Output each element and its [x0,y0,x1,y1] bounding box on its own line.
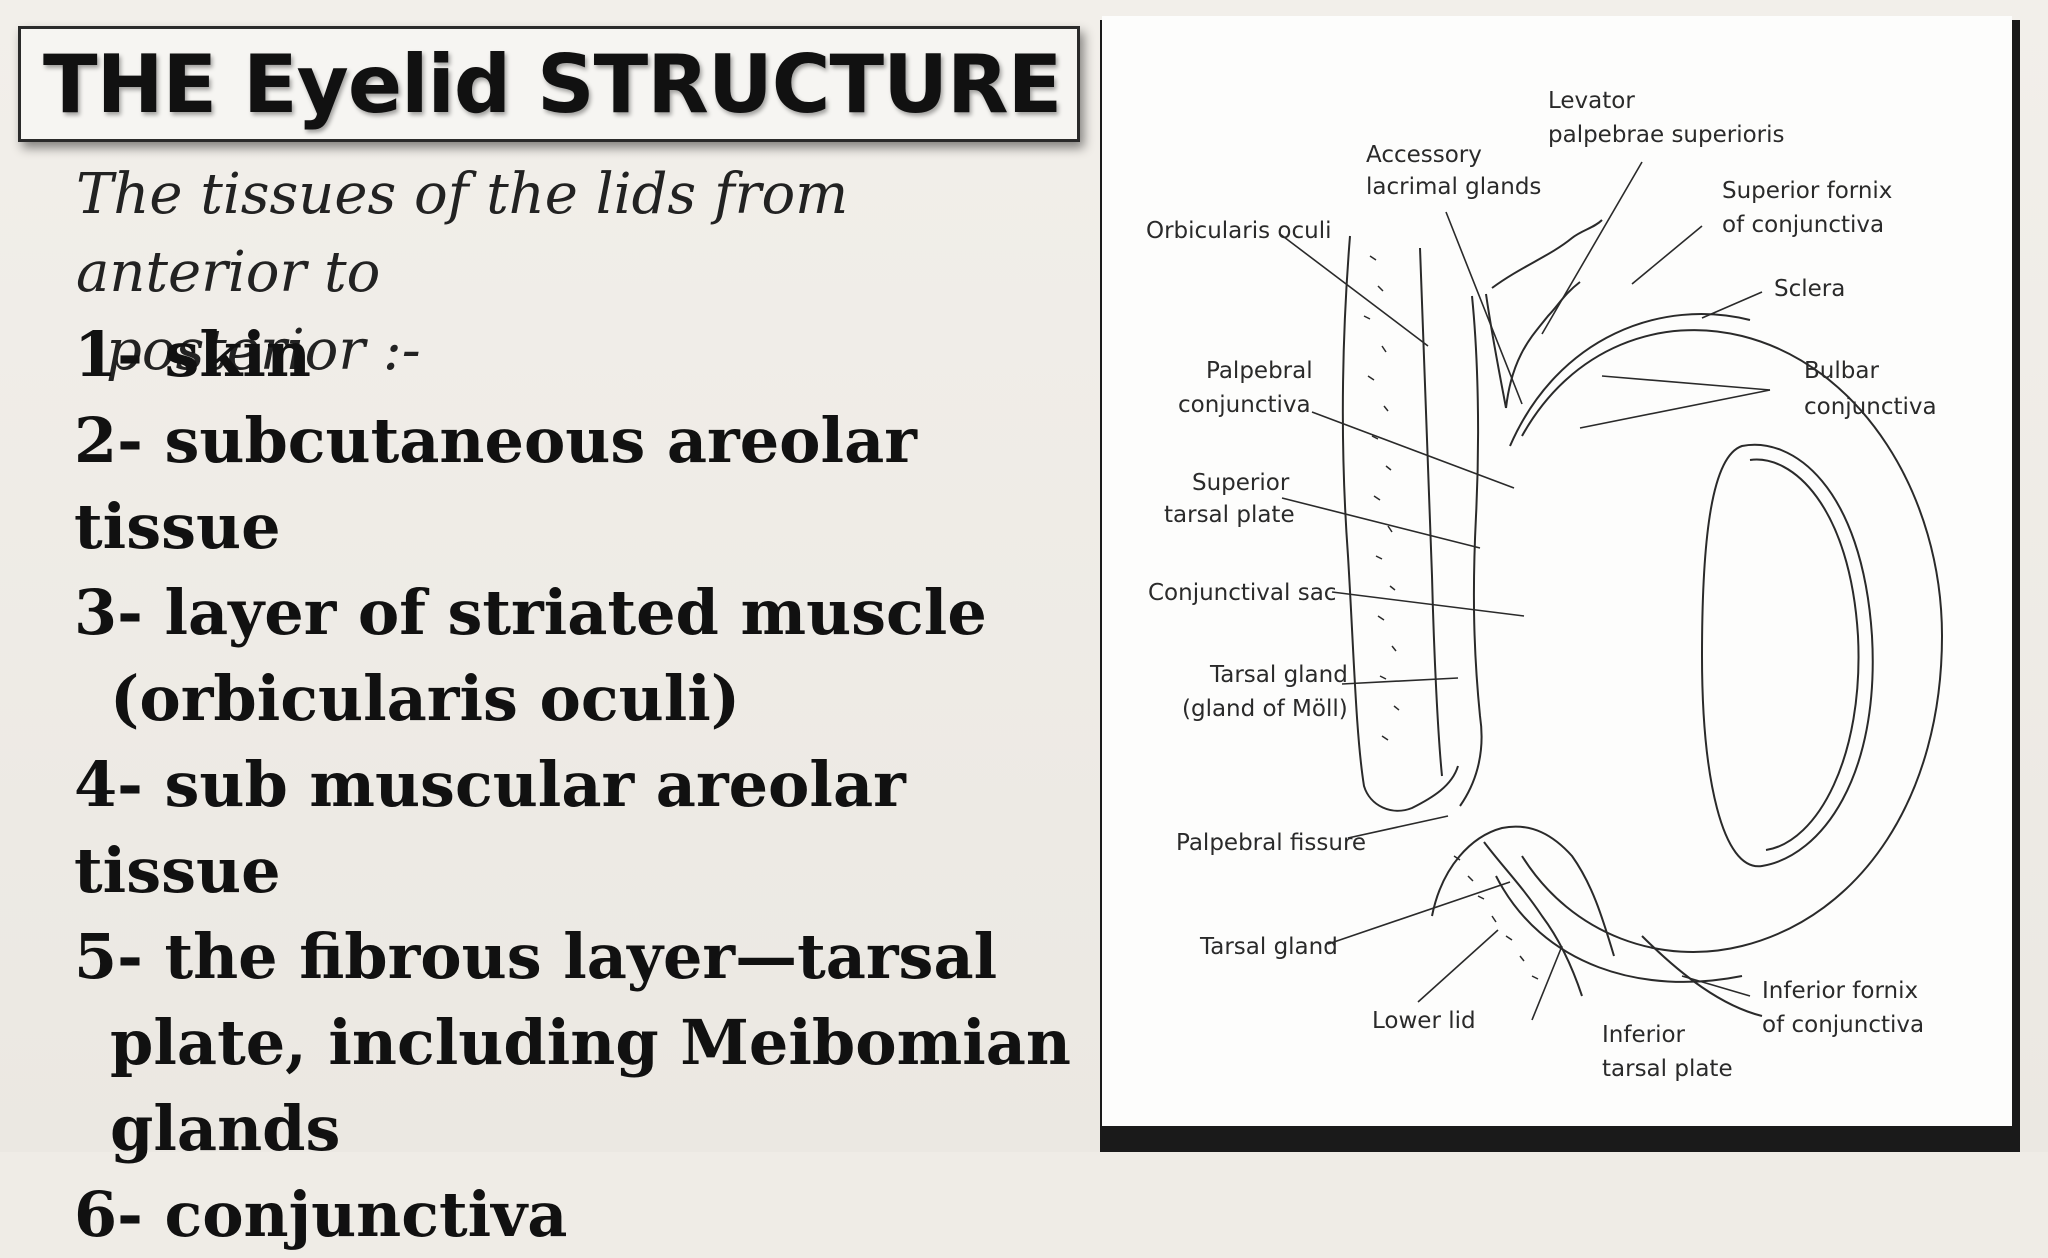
label-bulbar-conjunctiva: conjunctiva [1804,394,1937,420]
leader-sclera [1701,291,1763,319]
label-superior-fornix: Superior fornix [1722,178,1892,204]
eyelid-diagram-svg: Levator palpebrae superioris Accessory l… [1146,88,1944,1082]
list-item-continuation: (orbicularis oculi) [110,662,741,735]
label-accessory-lacrimal: Accessory [1366,142,1482,168]
lens [1700,443,1874,868]
list-item: 4- sub muscular areolar tissue [74,742,1084,914]
levator-tendon [1491,219,1603,289]
leader-accessory [1445,211,1523,405]
leader-tarsal-gland [1327,881,1511,945]
list-item-text: 3- layer of striated muscle [74,576,987,649]
list-item: 1- skin [74,312,1084,398]
label-accessory-lacrimal: lacrimal glands [1366,174,1541,200]
label-palpebral-conjunctiva: conjunctiva [1178,392,1311,418]
lower-lid-outline [1431,825,1615,957]
eyelid-diagram: Levator palpebrae superioris Accessory l… [1102,16,2012,1126]
tarsal-plate-upper [1459,295,1483,807]
leader-levator [1541,161,1643,335]
label-palpebral-fissure: Palpebral fissure [1176,830,1366,856]
leader-tarsal-gland-moll [1341,677,1459,685]
label-orbicularis-oculi: Orbicularis oculi [1146,218,1331,244]
leader-palpebral-conj [1311,411,1515,489]
title-box: THE Eyelid STRUCTURE [18,26,1080,142]
label-tarsal-gland-moll: Tarsal gland [1209,662,1348,688]
inferior-fornix [1641,935,1763,1017]
inferior-tarsal-plate [1483,841,1583,997]
label-tarsal-gland: Tarsal gland [1199,934,1338,960]
lens-inner [1749,458,1860,851]
label-inferior-tarsal-plate: tarsal plate [1602,1056,1733,1082]
levator-muscle [1485,293,1507,409]
leader-sup-tarsal [1281,497,1481,549]
list-item: 5- the fibrous layer—tarsal plate, inclu… [74,914,1084,1172]
sclera-arc [1509,313,1751,447]
label-inferior-fornix: of conjunctiva [1762,1012,1924,1038]
leader-orbicularis [1279,233,1429,347]
leader-conj-sac [1331,591,1525,617]
label-superior-tarsal-plate: Superior [1192,470,1290,496]
label-superior-tarsal-plate: tarsal plate [1164,502,1295,528]
upper-lid-outline [1341,235,1459,812]
sclera-arc-lower [1495,875,1743,983]
list-item: 2- subcutaneous areolar tissue [74,398,1084,570]
label-levator: Levator [1548,88,1635,114]
list-item-text: 4- sub muscular areolar tissue [74,748,906,907]
leader-sup-fornix [1631,225,1703,285]
gland-stipple [1363,255,1539,980]
leader-bulbar-1 [1601,375,1771,391]
orbicularis-band [1419,247,1443,777]
label-palpebral-conjunctiva: Palpebral [1206,358,1313,384]
list-item: 6- conjunctiva [74,1172,1084,1258]
leader-inf-tarsal [1531,945,1563,1021]
diagram-drawing [1279,161,1944,1021]
intro-text: The tissues of the lids from anterior to… [76,156,1066,390]
leader-inf-fornix [1681,975,1751,997]
list-item-text: 2- subcutaneous areolar tissue [74,404,917,563]
label-superior-fornix: of conjunctiva [1722,212,1884,238]
label-levator: palpebrae superioris [1548,122,1785,148]
list-item-text: 6- conjunctiva [74,1178,568,1251]
intro-line-2: posterior :- [106,318,421,383]
label-sclera: Sclera [1774,276,1845,302]
leader-palpebral-fissure [1347,815,1449,839]
list-item-continuation: plate, including Meibomian [110,1006,1071,1079]
label-tarsal-gland-moll: (gland of Möll) [1182,696,1348,722]
list-item-text: 5- the fibrous layer—tarsal [74,920,998,993]
slide-title: THE Eyelid STRUCTURE [43,37,1062,131]
label-bulbar-conjunctiva: Bulbar [1804,358,1879,384]
diagram-labels: Levator palpebrae superioris Accessory l… [1146,88,1937,1082]
label-conjunctival-sac: Conjunctival sac [1148,580,1336,606]
label-inferior-fornix: Inferior fornix [1762,978,1918,1004]
list-item-continuation: glands [110,1092,341,1165]
leader-lower-lid [1417,929,1499,1003]
leader-lines [1279,161,1771,1021]
label-inferior-tarsal-plate: Inferior [1602,1022,1686,1048]
tissue-list: 1- skin 2- subcutaneous areolar tissue 3… [74,312,1084,1258]
intro-line-1: The tissues of the lids from anterior to [76,162,849,305]
globe-outer [1521,329,1944,953]
list-item: 3- layer of striated muscle (orbicularis… [74,570,1084,742]
superior-fornix [1505,281,1581,409]
leader-bulbar-2 [1579,389,1771,429]
label-lower-lid: Lower lid [1372,1008,1476,1034]
list-item-text: 1- skin [74,318,311,391]
